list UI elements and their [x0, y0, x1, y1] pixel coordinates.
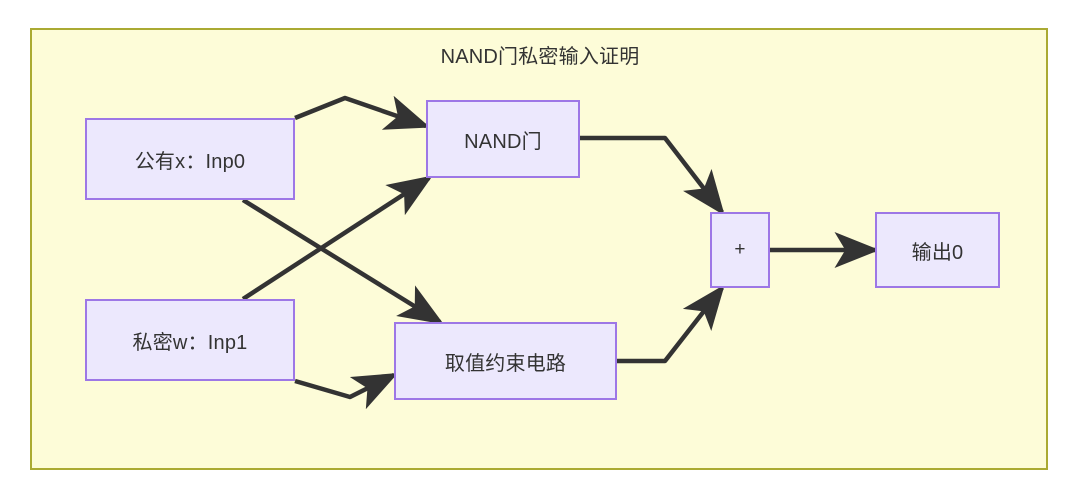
node-label: NAND门: [464, 130, 542, 153]
node-label: 输出0: [911, 241, 964, 264]
node-value-constraint-circuit[interactable]: 取值约束电路: [394, 322, 617, 400]
node-label: 私密w：Inp1: [132, 331, 248, 354]
node-label: 公有x：Inp0: [134, 150, 246, 173]
node-private-input-inp1[interactable]: 私密w：Inp1: [85, 299, 295, 381]
node-public-input-inp0[interactable]: 公有x：Inp0: [85, 118, 295, 200]
node-adder[interactable]: +: [710, 212, 770, 288]
node-output[interactable]: 输出0: [875, 212, 1000, 288]
node-label: +: [734, 239, 746, 260]
page-title: NAND门私密输入证明: [440, 46, 640, 68]
node-label: 取值约束电路: [444, 352, 567, 375]
node-nand-gate[interactable]: NAND门: [426, 100, 580, 178]
